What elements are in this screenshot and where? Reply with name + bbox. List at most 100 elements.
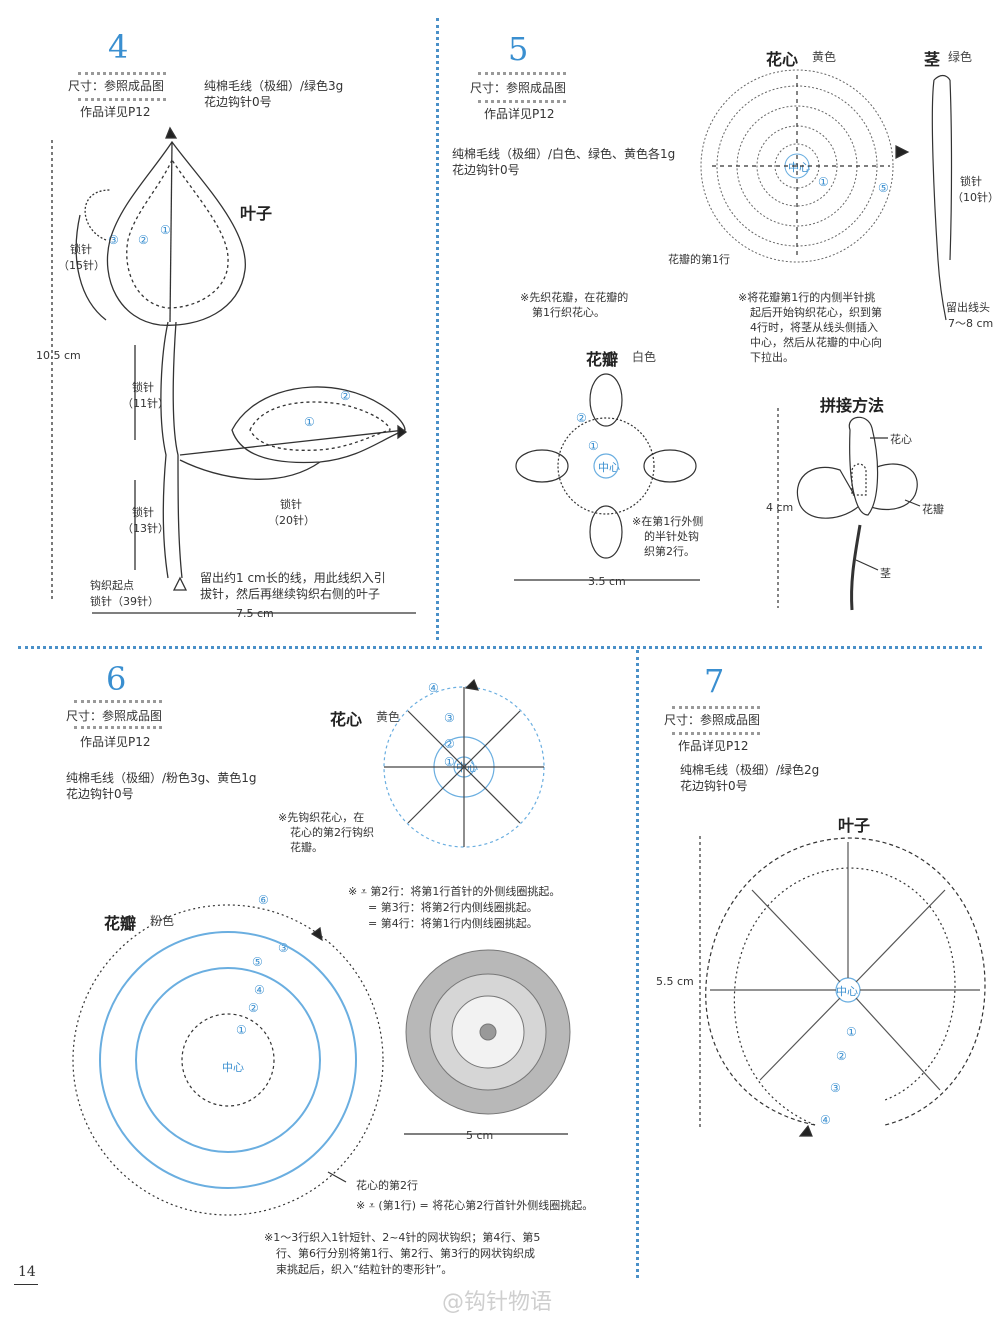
note-b-1: ※将花瓣第1行的内侧半针挑 <box>738 291 876 304</box>
note-a-2: 第1行织花心。 <box>532 306 605 319</box>
petal-color: 白色 <box>632 350 657 364</box>
start-chain-label: 锁针（39针） <box>90 595 159 608</box>
petal-right <box>643 449 697 483</box>
petal-inner <box>181 1013 275 1107</box>
leaf-height-label: 5.5 cm <box>656 975 694 988</box>
chain-arc <box>75 214 107 321</box>
chain13-count: （13针） <box>122 522 169 535</box>
petal-ring-blue <box>593 453 619 479</box>
flower-width-label: 5 cm <box>466 1129 494 1142</box>
leave-thread-length: 7～8 cm <box>948 317 994 330</box>
stem-chain-count: （10针） <box>952 191 999 204</box>
material-line-1: 纯棉毛线（极细）/绿色2g <box>680 763 820 777</box>
fc-round-3: ③ <box>444 711 455 725</box>
leaf-upper-outline <box>106 140 246 326</box>
size-label: 尺寸：参照成品图 <box>68 79 165 93</box>
leaf-upper-inner <box>126 158 229 309</box>
size-label: 尺寸：参照成品图 <box>664 713 761 727</box>
chain15-count: （15针） <box>58 259 105 272</box>
join-center-bud <box>848 416 879 516</box>
pattern-number-6: 6 <box>106 660 127 698</box>
join-petal-label: 花瓣 <box>922 503 944 516</box>
round-marker-1: ① <box>160 223 171 237</box>
leaf-stem-2 <box>172 321 183 579</box>
leaf-round-4: ④ <box>820 1113 831 1127</box>
leaf-right-inner <box>249 401 391 451</box>
petal-color: 粉色 <box>150 914 175 928</box>
petal-title: 花瓣 <box>586 350 619 369</box>
reference-label: 作品详见P12 <box>484 107 555 121</box>
leaf-title: 叶子 <box>838 816 871 835</box>
size-label: 尺寸：参照成品图 <box>470 81 567 95</box>
petal-center-mark: 中心 <box>598 461 620 474</box>
chain-arc <box>84 189 111 241</box>
chain20-count: （20针） <box>268 514 315 527</box>
note-b-3: 4行时，将茎从线头侧插入 <box>750 321 878 334</box>
round-marker-2b: ② <box>340 389 351 403</box>
petal-round-1: ① <box>236 1023 247 1037</box>
center-title: 花心 <box>330 710 363 729</box>
petal-scallop-outline <box>72 904 384 1216</box>
stem-title: 茎 <box>924 50 941 69</box>
dotted-rule <box>672 706 760 709</box>
note-b-5: 下拉出。 <box>750 351 794 364</box>
round-leaf-outline <box>705 837 986 1126</box>
material-line-1: 纯棉毛线（极细）/粉色3g、黄色1g <box>66 771 257 785</box>
note-b-2: = 第3行：将第2行内侧线圈挑起。 <box>368 901 538 914</box>
join-center-core <box>851 463 867 496</box>
size-label: 尺寸：参照成品图 <box>66 709 163 723</box>
petal-round-5: ⑤ <box>252 955 263 969</box>
fc-round-1: ① <box>444 755 455 769</box>
chain20-label: 锁针 <box>280 498 302 511</box>
material-line-1: 纯棉毛线（极细）/白色、绿色、黄色各1g <box>452 147 676 161</box>
leaf-upper-midrib <box>169 141 173 323</box>
dotted-rule <box>672 732 760 735</box>
note-b-4: 中心，然后从花瓣的中心向 <box>750 336 882 349</box>
chain-arc <box>179 459 321 480</box>
height-label: 10.5 cm <box>36 349 81 362</box>
note-a-1: ※先钩织花心，在 <box>278 811 365 824</box>
leaf-center-mark: 中心 <box>836 985 858 998</box>
stem-chain-label: 锁针 <box>960 175 982 188</box>
petal-round-6: ⑥ <box>258 893 269 907</box>
leaf-spokes <box>710 842 980 1091</box>
petal-left <box>515 449 569 483</box>
reference-label: 作品详见P12 <box>80 105 151 119</box>
page-number: 14 <box>18 1264 36 1280</box>
note-a-2: 花心的第2行钩织 <box>290 826 374 839</box>
divider-horizontal <box>18 646 982 649</box>
petal-title: 花瓣 <box>104 914 137 933</box>
petal-outer-blue <box>99 931 357 1189</box>
petal-mid-blue <box>135 967 321 1153</box>
note-c: ※ ⩡ (第1行) = 将花心第2行首针外侧线圈挑起。 <box>356 1199 594 1212</box>
reference-label: 作品详见P12 <box>678 739 749 753</box>
material-line-2: 花边钩针0号 <box>66 787 134 801</box>
join-method-title: 拼接方法 <box>820 396 885 415</box>
note-b-3: = 第4行：将第1行内侧线圈挑起。 <box>368 917 538 930</box>
note-c-3: 织第2行。 <box>644 545 695 558</box>
petal-round-2: ② <box>248 1001 259 1015</box>
fc-round-4: ④ <box>428 681 439 695</box>
leaf-round-2: ② <box>836 1049 847 1063</box>
dotted-rule <box>478 72 566 75</box>
material-line-2: 花边钩针0号 <box>204 95 272 109</box>
note-c-2: 的半针处钩 <box>644 530 699 543</box>
material-line-2: 花边钩针0号 <box>680 779 748 793</box>
petal-center-mark: 中心 <box>222 1061 244 1074</box>
center-mark: 中心 <box>788 161 810 174</box>
leaf-round-3: ③ <box>830 1081 841 1095</box>
join-stem <box>850 524 862 611</box>
note-b-1: ※ ⩡ 第2行：将第1行首针的外侧线圈挑起。 <box>348 885 561 898</box>
dotted-rule <box>78 72 166 75</box>
leaf-right-midrib <box>179 429 406 456</box>
divider-vertical-top <box>436 18 439 640</box>
leaf-round-1: ① <box>846 1025 857 1039</box>
petal-width-label: 3.5 cm <box>588 575 626 588</box>
petal-round-2: ② <box>576 411 587 425</box>
material-line-2: 花边钩针0号 <box>452 163 520 177</box>
center-color: 黄色 <box>812 50 837 64</box>
note-a-3: 花瓣。 <box>290 841 323 854</box>
dotted-rule <box>478 100 566 103</box>
petal-row-label: 花瓣的第1行 <box>668 253 730 266</box>
leaf-right-outline <box>231 386 406 464</box>
